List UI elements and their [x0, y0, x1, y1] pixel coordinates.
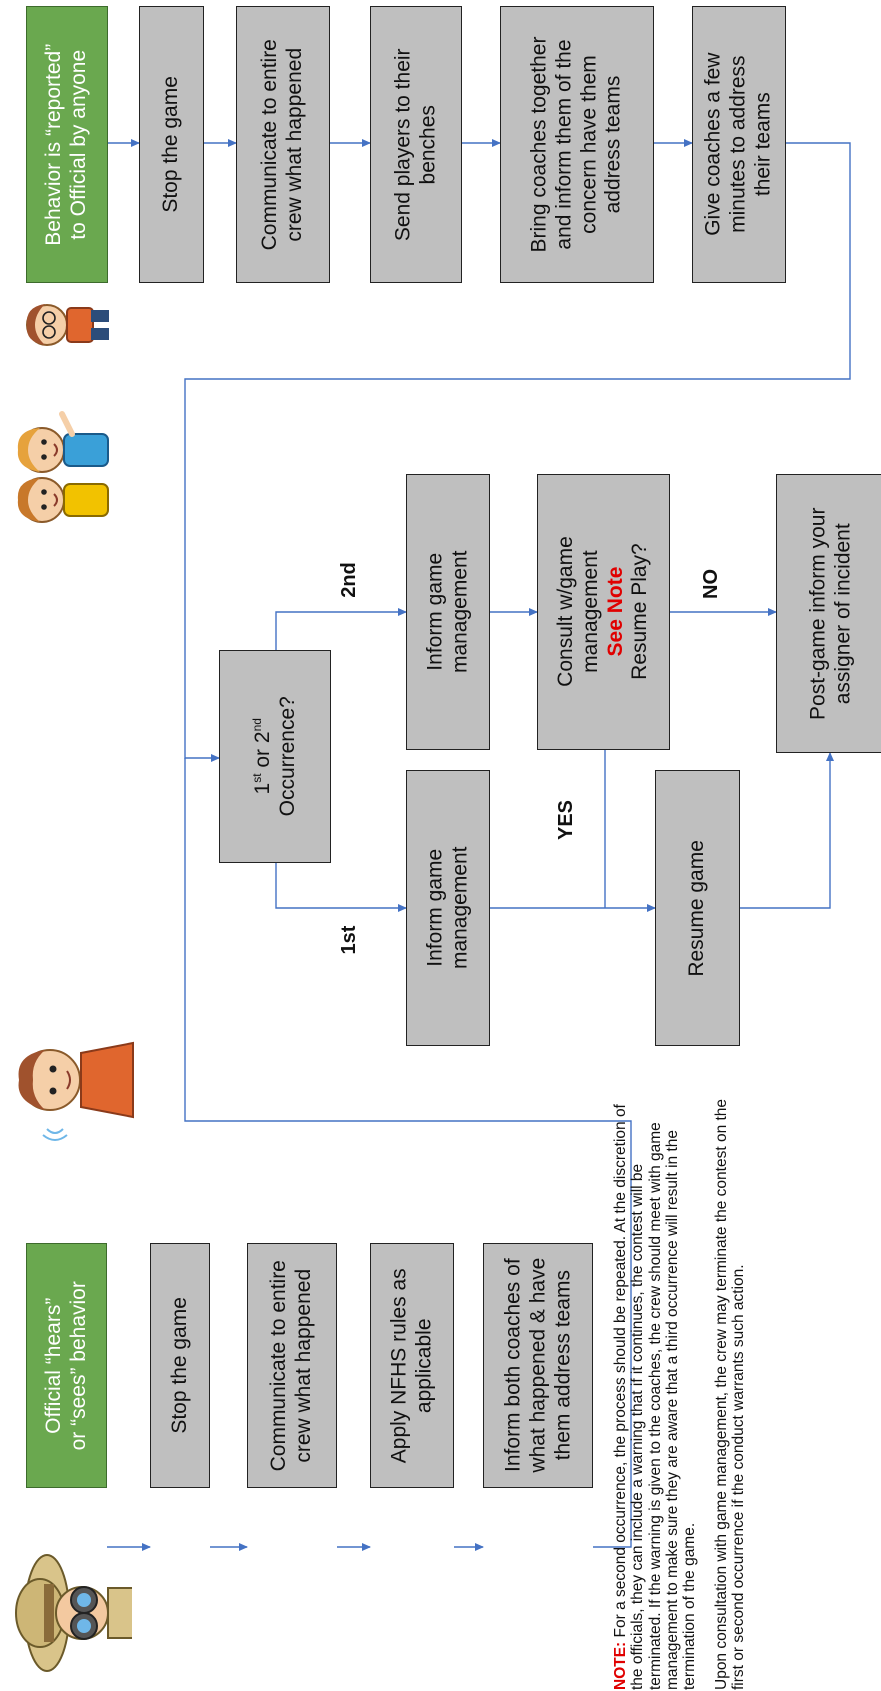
bottom-communicate-box: Communicate to entire crew what happened	[247, 1243, 337, 1488]
arrow-bottom-loop	[184, 758, 632, 1548]
resume-game-text: Resume game	[685, 839, 709, 977]
inform-first-box: Inform game management	[406, 770, 490, 1046]
arrow-resume-postgame	[740, 752, 834, 909]
give-coaches-text: Give coaches a few minutes to address th…	[701, 52, 775, 237]
send-players-box: Send players to their benches	[370, 6, 462, 283]
start-reported-text: Behavior is “reported” to Official by an…	[42, 43, 91, 246]
post-game-text: Post-game inform your assigner of incide…	[806, 507, 855, 720]
two-girls-pointing-icon	[17, 411, 109, 523]
apply-nfhs-text: Apply NFHS rules as applicable	[387, 1268, 435, 1463]
arrow-top-loop	[184, 142, 851, 762]
no-label: NO	[700, 569, 722, 599]
second-branch-label: 2nd	[338, 562, 360, 598]
post-game-box: Post-game inform your assigner of incide…	[776, 474, 881, 753]
yes-label: YES	[555, 799, 577, 841]
top-communicate-box: Communicate to entire crew what happened	[236, 6, 330, 283]
note-paragraph-2: Upon consultation with game management, …	[712, 1098, 748, 1690]
inform-second-text: Inform game management	[423, 550, 472, 674]
start-official-text: Official “hears” or “sees” behavior	[41, 1280, 90, 1451]
inform-second-box: Inform game management	[406, 474, 490, 750]
top-stop-game-box: Stop the game	[139, 6, 204, 283]
inform-first-text: Inform game management	[423, 846, 472, 970]
bottom-stop-game-box: Stop the game	[150, 1243, 210, 1488]
arrow-branch-1st	[275, 863, 407, 912]
note-paragraph-1: NOTE: For a second occurrence, the proce…	[612, 1090, 699, 1690]
consult-box: Consult w/game management See Note Resum…	[537, 474, 670, 750]
note-block: NOTE: For a second occurrence, the proce…	[612, 1090, 881, 1690]
start-reported-box: Behavior is “reported” to Official by an…	[26, 6, 108, 283]
boy-listening-icon	[18, 1041, 134, 1141]
consult-text: Consult w/game management See Note Resum…	[553, 536, 652, 688]
bring-coaches-box: Bring coaches together and inform them o…	[500, 6, 654, 283]
top-communicate-text: Communicate to entire crew what happened	[258, 38, 307, 251]
bottom-stop-game-text: Stop the game	[167, 1297, 191, 1434]
occurrence-decision-text: 1st or 2nd Occurrence?	[249, 696, 299, 817]
apply-nfhs-box: Apply NFHS rules as applicable	[370, 1243, 454, 1488]
arrow-branch-2nd	[275, 608, 407, 650]
start-official-box: Official “hears” or “sees” behavior	[26, 1243, 107, 1488]
bottom-communicate-text: Communicate to entire crew what happened	[267, 1259, 316, 1472]
explorer-with-binoculars-icon	[15, 1554, 132, 1672]
bring-coaches-text: Bring coaches together and inform them o…	[527, 36, 625, 253]
girl-with-crossed-arms-icon	[26, 304, 109, 346]
inform-coaches-text: Inform both coaches of what happened & h…	[500, 1258, 574, 1473]
note-paragraph-1-text: For a second occurrence, the process sho…	[612, 1104, 699, 1690]
give-coaches-box: Give coaches a few minutes to address th…	[692, 6, 786, 283]
send-players-text: Send players to their benches	[391, 48, 440, 241]
occurrence-decision-box: 1st or 2nd Occurrence?	[219, 650, 331, 863]
note-label: NOTE:	[612, 1641, 629, 1690]
first-branch-label: 1st	[338, 925, 360, 955]
top-stop-game-text: Stop the game	[159, 76, 183, 213]
see-note-text: See Note	[603, 567, 627, 657]
resume-game-box: Resume game	[655, 770, 740, 1046]
inform-coaches-box: Inform both coaches of what happened & h…	[483, 1243, 593, 1488]
